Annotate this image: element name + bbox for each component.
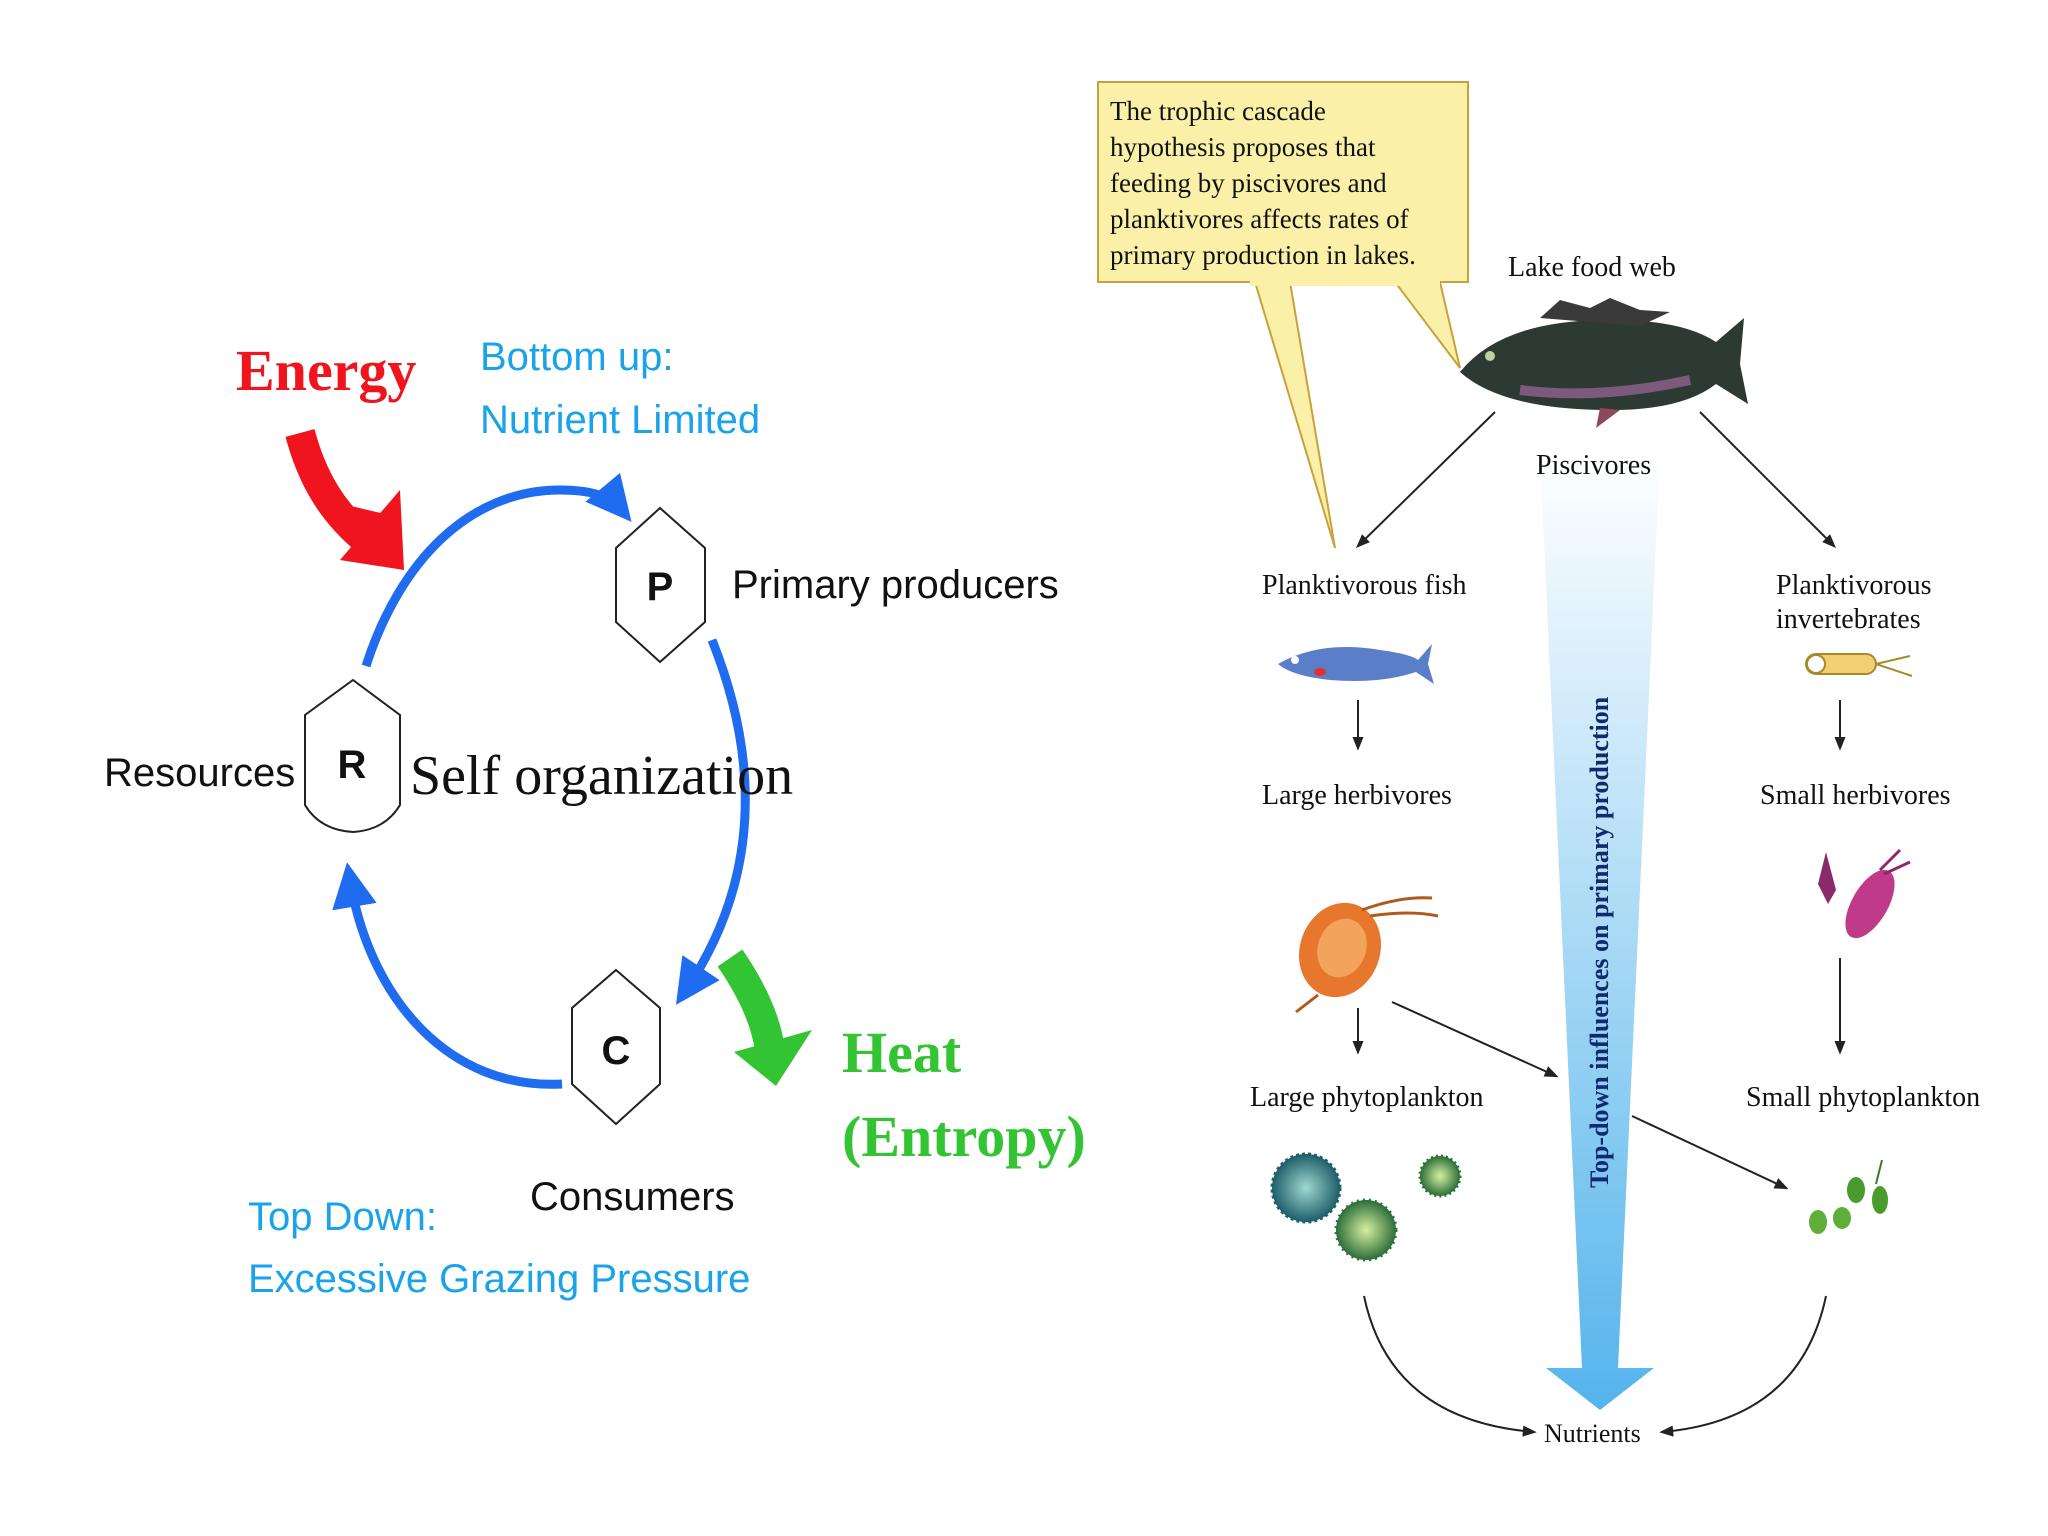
- callout-line-4: planktivores affects rates of: [1110, 204, 1409, 234]
- piscivores-label: Piscivores: [1536, 450, 1651, 481]
- resources-label: Resources: [104, 751, 295, 795]
- small-phytoplankton-label: Small phytoplankton: [1746, 1082, 1980, 1113]
- cycle-arrow-r-to-p: [361, 472, 632, 668]
- small-herbivores-label: Small herbivores: [1760, 780, 1951, 811]
- top-down-influences-label: Top-down influences on primary productio…: [1585, 696, 1614, 1188]
- planktivorous-invertebrates-label-1: Planktivorous: [1776, 570, 1932, 601]
- callout-pointer-left: [1253, 281, 1336, 549]
- top-down-label: Top Down:: [248, 1195, 437, 1239]
- energy-arrow-icon: [306, 433, 397, 544]
- callout-pointer-right: [1392, 281, 1461, 369]
- bottom-up-label: Bottom up:: [480, 335, 673, 379]
- arrow-piscivores-to-invertebrates: [1699, 411, 1836, 548]
- energy-arrow-head: [340, 490, 404, 570]
- node-p-label: P: [647, 565, 674, 609]
- consumers-label: Consumers: [530, 1175, 735, 1219]
- node-r-label: R: [338, 743, 367, 787]
- left-cycle-diagram: Energy Bottom up: Nutrient Limited P R C…: [104, 335, 1086, 1301]
- node-r-shape: [304, 678, 401, 834]
- callout-line-1: The trophic cascade: [1110, 96, 1326, 126]
- heat-label: Heat: [842, 1020, 962, 1085]
- planktivorous-invertebrates-label-2: invertebrates: [1776, 604, 1921, 635]
- node-c-hexagon: [571, 968, 661, 1126]
- large-phytoplankton-icon: [1270, 1152, 1462, 1262]
- arrow-large-herbivores-to-small-phytoplankton: [1391, 1001, 1559, 1078]
- primary-producers-label: Primary producers: [732, 563, 1059, 607]
- callout-line-5: primary production in lakes.: [1110, 240, 1416, 270]
- cycle-arrow-p-to-c: [675, 638, 750, 1005]
- node-p-hexagon: [615, 506, 706, 664]
- daphnia-icon: [1295, 896, 1439, 1014]
- callout-seam: [1250, 278, 1440, 286]
- arrow-piscivores-to-planktivorous-fish: [1355, 411, 1496, 548]
- cycle-arrow-c-to-r: [332, 862, 563, 1089]
- top-down-gradient-arrow: [1540, 455, 1660, 1410]
- planktivorous-invertebrate-icon: [1805, 653, 1913, 677]
- arrow-small-phytoplankton-to-nutrients: [1659, 1295, 1827, 1437]
- nutrient-limited-label: Nutrient Limited: [480, 398, 760, 442]
- lake-food-web-title: Lake food web: [1508, 252, 1676, 283]
- node-c-label: C: [602, 1029, 631, 1073]
- planktivorous-fish-icon: [1278, 644, 1434, 684]
- callout-line-2: hypothesis proposes that: [1110, 132, 1376, 162]
- energy-label: Energy: [236, 338, 416, 403]
- callout-box: [1097, 81, 1469, 283]
- nutrients-label: Nutrients: [1544, 1419, 1641, 1448]
- heat-arrow-icon: [717, 949, 785, 1053]
- piscivore-fish-icon: [1460, 298, 1748, 428]
- excessive-grazing-label: Excessive Grazing Pressure: [248, 1257, 750, 1301]
- lake-food-web-diagram: The trophic cascade hypothesis proposes …: [1097, 81, 1980, 1448]
- self-organization-label: Self organization: [410, 745, 793, 807]
- large-phytoplankton-label: Large phytoplankton: [1250, 1082, 1484, 1113]
- entropy-label: (Entropy): [842, 1104, 1086, 1169]
- small-phytoplankton-icon: [1809, 1159, 1888, 1234]
- arrow-center-to-small-phytoplankton: [1631, 1115, 1789, 1190]
- arrow-large-phytoplankton-to-nutrients: [1363, 1295, 1537, 1437]
- callout-line-3: feeding by piscivores and: [1110, 168, 1387, 198]
- energy-arrow-shaft: [285, 428, 376, 552]
- small-herbivore-icon: [1818, 848, 1911, 939]
- large-herbivores-label: Large herbivores: [1262, 780, 1452, 811]
- planktivorous-fish-label: Planktivorous fish: [1262, 570, 1467, 601]
- heat-arrow-head: [734, 1030, 812, 1086]
